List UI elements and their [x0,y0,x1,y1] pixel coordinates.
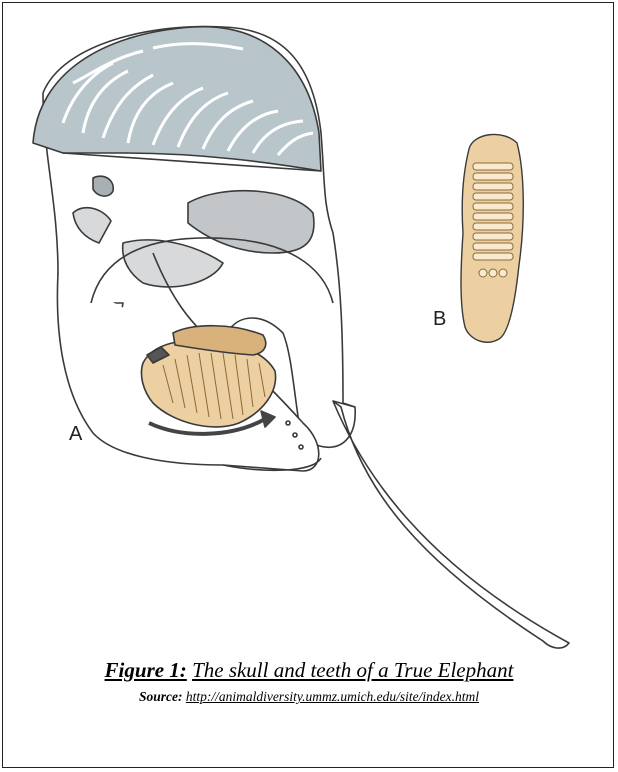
source-label: Source: [139,689,183,704]
skull-illustration [3,3,615,653]
molar-tooth-drawing [461,134,523,342]
source-link[interactable]: http://animaldiversity.ummz.umich.edu/si… [186,689,479,704]
label-a: A [69,423,82,446]
label-b: B [433,308,446,331]
figure-caption: Figure 1: The skull and teeth of a True … [3,658,615,683]
figure-label: Figure 1: [105,658,187,682]
figure-title: The skull and teeth of a True Elephant [192,658,513,682]
figure-source: Source: http://animaldiversity.ummz.umic… [3,689,615,705]
